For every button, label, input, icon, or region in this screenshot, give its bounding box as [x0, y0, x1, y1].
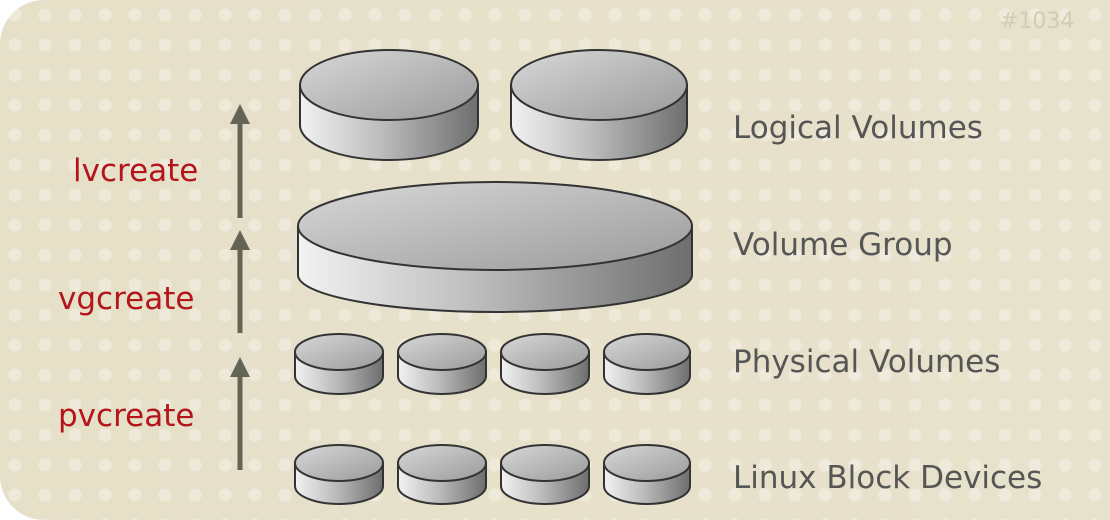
figure-number: #1034	[1000, 9, 1075, 34]
vgcreate-label: vgcreate	[58, 281, 195, 317]
lvcreate-label: lvcreate	[73, 153, 199, 189]
logical-volume-disk	[299, 49, 479, 161]
arrow-pvcreate	[230, 357, 250, 470]
logical-volumes-label: Logical Volumes	[733, 110, 983, 146]
logical-volume-disk	[510, 49, 688, 161]
volume-group-label: Volume Group	[733, 227, 953, 263]
physical-volumes-label: Physical Volumes	[733, 344, 1001, 380]
block-device-disk	[294, 444, 384, 505]
physical-volume-disk	[294, 333, 384, 395]
arrow-lvcreate	[230, 104, 250, 218]
physical-volume-disk	[603, 333, 691, 395]
physical-volume-disk	[397, 333, 487, 395]
linux-block-devices-label: Linux Block Devices	[733, 460, 1043, 496]
block-device-disk	[397, 444, 487, 505]
block-device-disk	[500, 444, 590, 505]
block-device-disk	[603, 444, 691, 505]
pvcreate-label: pvcreate	[58, 398, 195, 434]
arrow-vgcreate	[230, 230, 250, 333]
physical-volume-disk	[500, 333, 590, 395]
volume-group-disk	[297, 181, 693, 313]
